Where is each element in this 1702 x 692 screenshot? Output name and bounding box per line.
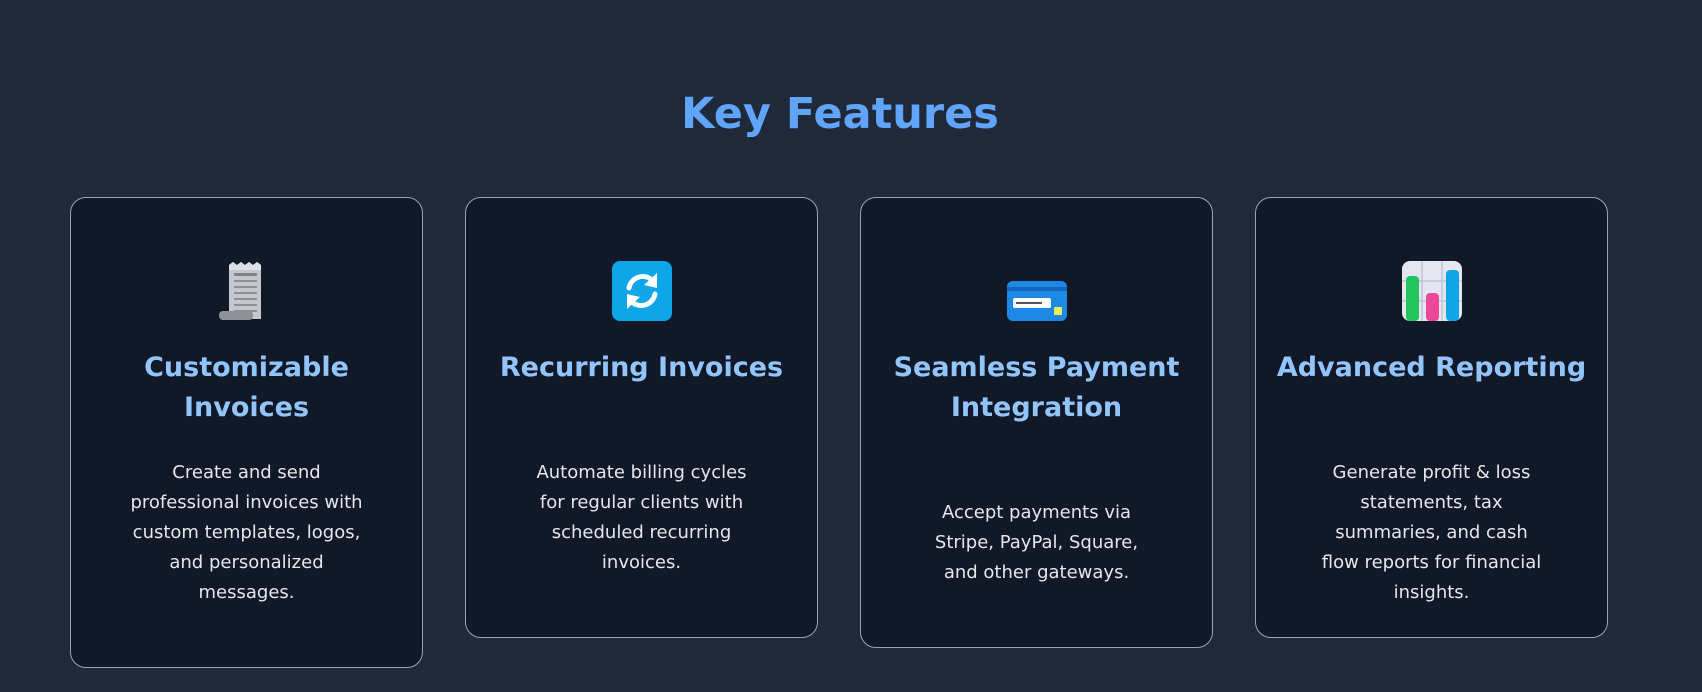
- credit-card-icon: [1007, 261, 1067, 321]
- receipt-icon: [217, 261, 277, 321]
- card-description: Generate profit & loss statements, tax s…: [1321, 462, 1542, 603]
- card-title: Recurring Invoices: [499, 352, 784, 383]
- feature-card-recurring-invoices: Recurring Invoices Automate billing cycl…: [465, 197, 818, 638]
- card-description: Accept payments via Stripe, PayPal, Squa…: [934, 502, 1139, 583]
- card-title: Customizable Invoices: [144, 352, 349, 423]
- bar-chart-icon: [1402, 261, 1462, 321]
- feature-card-seamless-payment-integration: Seamless Payment Integration Accept paym…: [860, 197, 1213, 648]
- feature-card-customizable-invoices: Customizable Invoices Create and send pr…: [70, 197, 423, 668]
- card-title: Seamless Payment Integration: [893, 352, 1180, 423]
- feature-card-advanced-reporting: Advanced Reporting Generate profit & los…: [1255, 197, 1608, 638]
- card-title: Advanced Reporting: [1276, 352, 1587, 383]
- card-description: Automate billing cycles for regular clie…: [536, 462, 747, 573]
- section-title: Key Features: [681, 89, 999, 139]
- refresh-icon: [612, 261, 672, 321]
- card-description: Create and send professional invoices wi…: [130, 462, 363, 603]
